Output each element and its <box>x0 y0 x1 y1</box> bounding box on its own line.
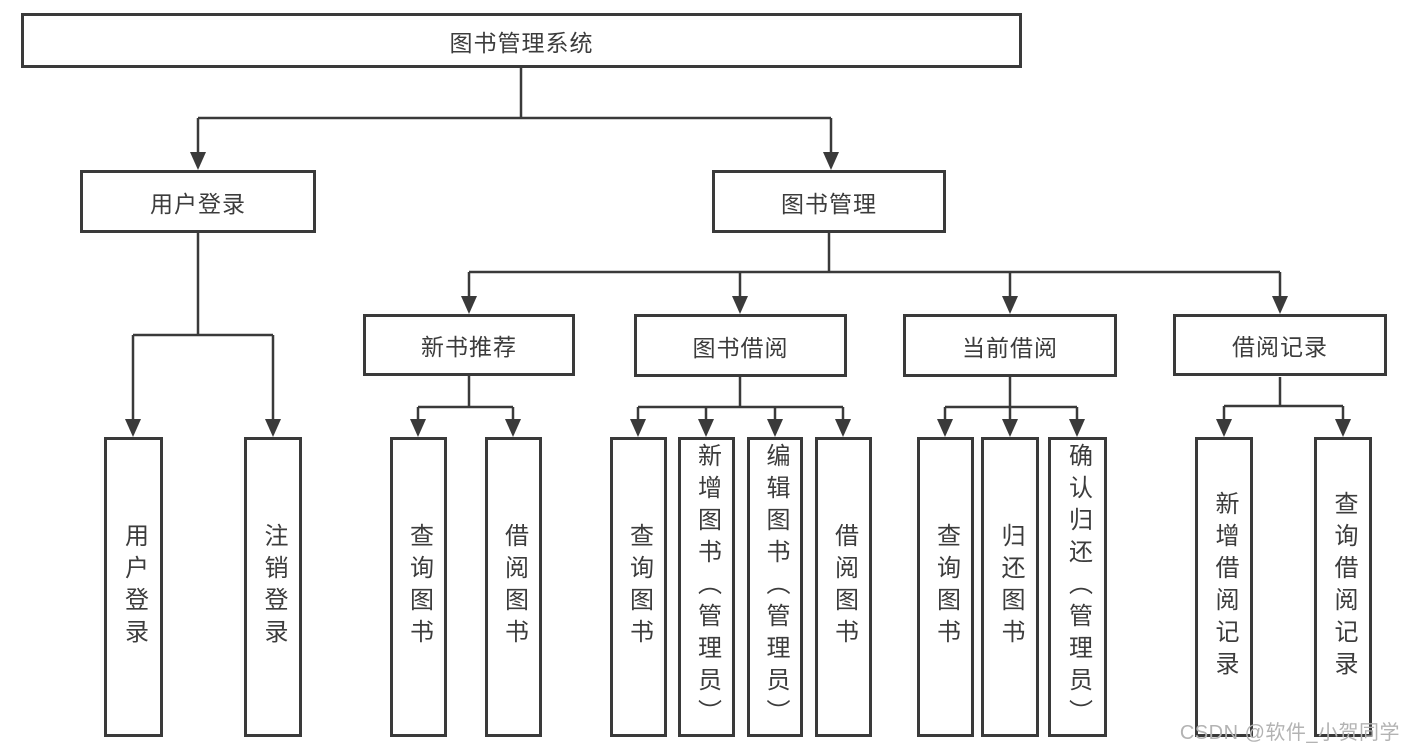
node-new-book-recommend: 新书推荐 <box>363 314 575 376</box>
leaf-add-borrow-record: 新增借阅记录 <box>1195 437 1253 737</box>
node-label: 用户登录 <box>150 190 246 217</box>
node-borrowing-records: 借阅记录 <box>1173 314 1387 376</box>
leaf-query-books-borrow: 查询图书 <box>610 437 667 737</box>
leaf-edit-books-admin: 编辑图书（管理员） <box>747 437 803 737</box>
node-label: 查询借阅记录 <box>1330 491 1357 683</box>
node-label: 图书借阅 <box>692 334 789 361</box>
node-label: 新书推荐 <box>421 334 517 360</box>
node-label: 借阅图书 <box>830 523 858 651</box>
node-label: 图书管理系统 <box>449 29 594 56</box>
node-label: 查询图书 <box>625 523 653 651</box>
leaf-borrow-books-recommend: 借阅图书 <box>485 437 542 737</box>
node-library-management-system: 图书管理系统 <box>21 13 1022 68</box>
node-label: 借阅图书 <box>500 523 528 651</box>
leaf-confirm-return-admin: 确认归还（管理员） <box>1048 437 1107 737</box>
leaf-logout: 注销登录 <box>244 437 302 737</box>
leaf-query-books-recommend: 查询图书 <box>390 437 447 737</box>
leaf-query-borrow-record: 查询借阅记录 <box>1314 437 1372 737</box>
node-current-borrowing: 当前借阅 <box>903 314 1117 377</box>
node-label: 图书管理 <box>781 190 877 217</box>
csdn-watermark: CSDN @软件_小贺同学 <box>1179 722 1400 744</box>
node-label: 编辑图书（管理员） <box>762 443 789 731</box>
node-book-borrowing: 图书借阅 <box>634 314 847 377</box>
node-label: 当前借阅 <box>962 334 1058 361</box>
node-label: 查询图书 <box>932 523 960 651</box>
node-label: 用户登录 <box>120 523 148 651</box>
leaf-return-books: 归还图书 <box>981 437 1039 737</box>
leaf-borrow-books: 借阅图书 <box>815 437 872 737</box>
leaf-query-books-current: 查询图书 <box>917 437 974 737</box>
node-label: 新增借阅记录 <box>1211 491 1238 683</box>
node-label: 归还图书 <box>997 523 1024 651</box>
node-user-login-branch: 用户登录 <box>80 170 316 233</box>
leaf-add-books-admin: 新增图书（管理员） <box>678 437 735 737</box>
node-label: 查询图书 <box>405 523 433 651</box>
node-label: 借阅记录 <box>1232 334 1328 360</box>
node-book-management-branch: 图书管理 <box>712 170 946 233</box>
node-label: 注销登录 <box>260 523 287 651</box>
node-label: 新增图书（管理员） <box>693 443 721 731</box>
node-label: 确认归还（管理员） <box>1064 443 1092 731</box>
leaf-user-login: 用户登录 <box>104 437 163 737</box>
